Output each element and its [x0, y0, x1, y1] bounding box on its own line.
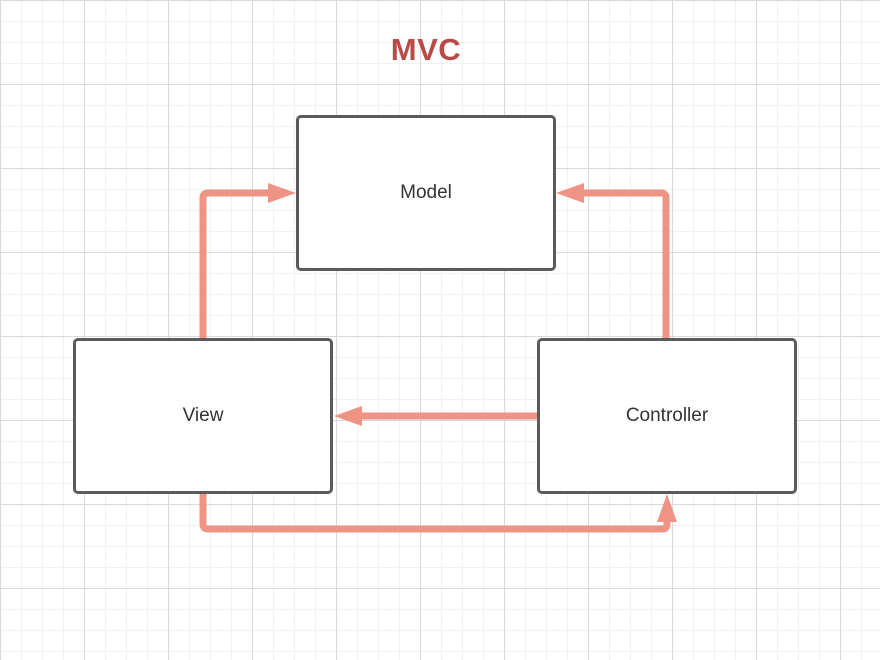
view-box: View [73, 338, 333, 494]
controller-label: Controller [625, 405, 709, 426]
arrow-view-to-model [199, 189, 276, 343]
arrowhead-model-left [268, 183, 296, 203]
view-label: View [182, 405, 224, 426]
arrow-view-to-controller [199, 490, 671, 533]
model-label: Model [400, 182, 452, 203]
arrow-controller-to-model [576, 189, 670, 343]
diagram-title: MVC [390, 32, 462, 67]
arrowhead-controller-bottom [657, 494, 677, 522]
arrowhead-model-right [556, 183, 584, 203]
arrowhead-view-right [334, 406, 362, 426]
controller-box: Controller [537, 338, 797, 494]
model-box: Model [296, 115, 556, 271]
